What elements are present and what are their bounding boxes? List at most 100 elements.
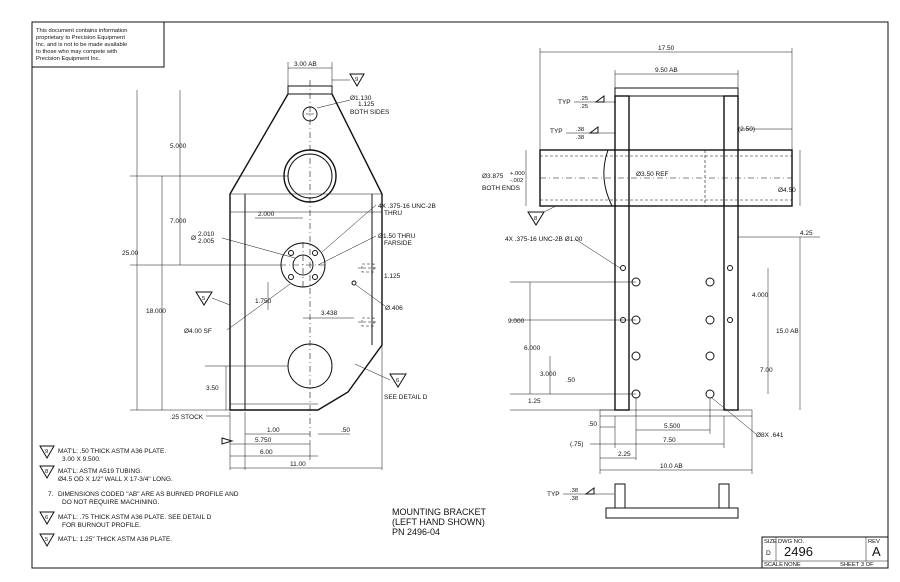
svg-text:A: A <box>872 544 881 559</box>
svg-text:5.750: 5.750 <box>255 437 272 444</box>
svg-text:Ø1.50 THRU: Ø1.50 THRU <box>378 233 416 240</box>
svg-text:Inc. and is not to be made ava: Inc. and is not to be made available <box>36 42 127 48</box>
svg-text:.25: .25 <box>580 96 588 102</box>
svg-text:1.125: 1.125 <box>384 273 401 280</box>
svg-text:Ø4.5 OD X 1/2" WALL X 17-3/4": Ø4.5 OD X 1/2" WALL X 17-3/4" LONG. <box>58 476 173 483</box>
svg-text:REV: REV <box>868 539 880 545</box>
svg-text:Ø4.00 SF: Ø4.00 SF <box>184 328 212 335</box>
svg-text:.25: .25 <box>580 104 588 110</box>
svg-text:.38: .38 <box>576 135 584 141</box>
svg-text:FOR BURNOUT PROFILE.: FOR BURNOUT PROFILE. <box>62 522 141 529</box>
svg-text:Ø8X .641: Ø8X .641 <box>756 432 784 439</box>
weld-symbol-2-icon <box>588 126 599 134</box>
svg-text:Ø1.130: Ø1.130 <box>350 95 372 102</box>
note-flag-8-icon <box>39 465 55 479</box>
svg-text:7.000: 7.000 <box>170 218 187 225</box>
svg-text:6: 6 <box>396 378 399 384</box>
svg-text:MAT'L: .50 THICK ASTM A36 PLAT: MAT'L: .50 THICK ASTM A36 PLATE. <box>58 448 166 455</box>
proprietary-notice: This document contains information propr… <box>31 21 165 68</box>
svg-text:SCALE: SCALE <box>764 562 783 568</box>
title-block: SIZE D DWG NO. 2496 REV A SCALE NONE SHE… <box>761 536 889 569</box>
right-top-plate <box>614 87 739 97</box>
flag-8-icon <box>527 211 545 226</box>
svg-text:.38: .38 <box>570 488 578 494</box>
left-side-plate <box>614 95 630 411</box>
weld-symbol-1-icon <box>594 95 605 103</box>
svg-text:D: D <box>766 550 771 557</box>
svg-text:Ø3.875: Ø3.875 <box>482 173 504 180</box>
svg-text:9.000: 9.000 <box>508 318 525 325</box>
right-view-bracket <box>539 87 793 417</box>
svg-text:BOTH SIDES: BOTH SIDES <box>350 109 390 116</box>
svg-text:NONE: NONE <box>784 562 801 568</box>
svg-text:.50: .50 <box>588 421 597 428</box>
svg-text:(2.50): (2.50) <box>738 126 755 133</box>
svg-text:2.000: 2.000 <box>258 211 275 218</box>
svg-text:DWG NO.: DWG NO. <box>778 539 804 545</box>
svg-text:1.25: 1.25 <box>528 398 541 405</box>
general-notes: 9 MAT'L: .50 THICK ASTM A36 PLATE. 3.00 … <box>39 445 239 547</box>
svg-text:4X .375-16 UNC-2B: 4X .375-16 UNC-2B <box>378 203 436 210</box>
svg-text:4X .375-16 UNC-2B Ø1.00: 4X .375-16 UNC-2B Ø1.00 <box>505 236 583 243</box>
left-view-bracket <box>229 80 383 440</box>
svg-text:.38: .38 <box>570 496 578 502</box>
svg-text:.38: .38 <box>576 127 584 133</box>
svg-text:6.00: 6.00 <box>260 449 273 456</box>
svg-text:TYP: TYP <box>547 491 560 498</box>
svg-text:MAT'L: 1.25" THICK ASTM A36 PL: MAT'L: 1.25" THICK ASTM A36 PLATE. <box>58 536 172 543</box>
svg-text:9.50 AB: 9.50 AB <box>655 67 678 74</box>
svg-text:(LEFT HAND SHOWN): (LEFT HAND SHOWN) <box>392 517 485 527</box>
right-bolt-holes <box>620 265 733 399</box>
right-side-plate <box>723 95 739 411</box>
svg-text:5: 5 <box>45 537 48 543</box>
svg-text:17.50: 17.50 <box>658 45 675 52</box>
svg-text:+.000: +.000 <box>510 171 525 177</box>
svg-text:FARSIDE: FARSIDE <box>384 240 412 247</box>
svg-text:proprietary to Precision Equip: proprietary to Precision Equipment <box>36 35 125 41</box>
svg-text:18.000: 18.000 <box>146 308 166 315</box>
svg-text:8: 8 <box>45 469 48 475</box>
svg-text:2.25: 2.25 <box>618 451 631 458</box>
right-view-dimensions: 17.50 9.50 AB TYP .25 .25 TYP .38 .38 (2… <box>482 45 820 474</box>
svg-text:9: 9 <box>45 449 48 455</box>
svg-text:TYP: TYP <box>550 128 563 135</box>
sheet-border <box>31 21 889 569</box>
svg-text:THRU: THRU <box>384 210 402 217</box>
svg-text:3.000: 3.000 <box>540 371 557 378</box>
svg-text:PN 2496-04: PN 2496-04 <box>392 527 440 537</box>
svg-text:1.00: 1.00 <box>267 427 280 434</box>
svg-text:MOUNTING BRACKET: MOUNTING BRACKET <box>392 507 487 517</box>
drawing-title: MOUNTING BRACKET (LEFT HAND SHOWN) PN 24… <box>392 507 487 537</box>
svg-text:6.000: 6.000 <box>524 345 541 352</box>
svg-text:11.00: 11.00 <box>290 461 306 468</box>
svg-text:15.0 AB: 15.0 AB <box>776 328 799 335</box>
svg-text:2.010: 2.010 <box>198 231 215 238</box>
svg-text:25.00: 25.00 <box>122 250 139 257</box>
svg-text:3.00 X 9.500.: 3.00 X 9.500. <box>62 456 101 463</box>
svg-text:.50: .50 <box>566 377 575 384</box>
svg-text:3.50: 3.50 <box>206 385 219 392</box>
svg-text:Precision Equipment Inc.: Precision Equipment Inc. <box>36 56 101 62</box>
svg-text:TYP: TYP <box>558 99 571 106</box>
svg-text:5: 5 <box>202 296 205 302</box>
svg-text:6: 6 <box>45 515 48 521</box>
svg-text:MAT'L: ASTM A519 TUBING.: MAT'L: ASTM A519 TUBING. <box>58 468 142 475</box>
svg-text:1.750: 1.750 <box>255 298 272 305</box>
weld-symbol-3-icon <box>584 487 595 495</box>
svg-text:to those who may compete with: to those who may compete with <box>36 49 117 55</box>
svg-text:10.0 AB: 10.0 AB <box>660 463 683 470</box>
svg-text:MAT'L: .75 THICK ASTM A36 PLAT: MAT'L: .75 THICK ASTM A36 PLATE. SEE DET… <box>58 514 212 521</box>
svg-text:DIMENSIONS CODED "AB" ARE AS B: DIMENSIONS CODED "AB" ARE AS BURNED PROF… <box>58 491 239 498</box>
svg-text:5.000: 5.000 <box>170 143 187 150</box>
svg-text:7.: 7. <box>48 491 54 498</box>
flag-6-icon <box>389 373 407 388</box>
svg-text:SEE DETAIL D: SEE DETAIL D <box>384 394 428 401</box>
svg-text:.50: .50 <box>341 427 350 434</box>
flag-5-icon <box>195 291 213 306</box>
svg-text:Ø4.50: Ø4.50 <box>778 187 796 194</box>
note-flag-9-icon <box>39 445 55 459</box>
svg-text:4.25: 4.25 <box>800 230 813 237</box>
svg-text:Ø: Ø <box>191 235 196 242</box>
svg-text:1.125: 1.125 <box>358 101 375 108</box>
